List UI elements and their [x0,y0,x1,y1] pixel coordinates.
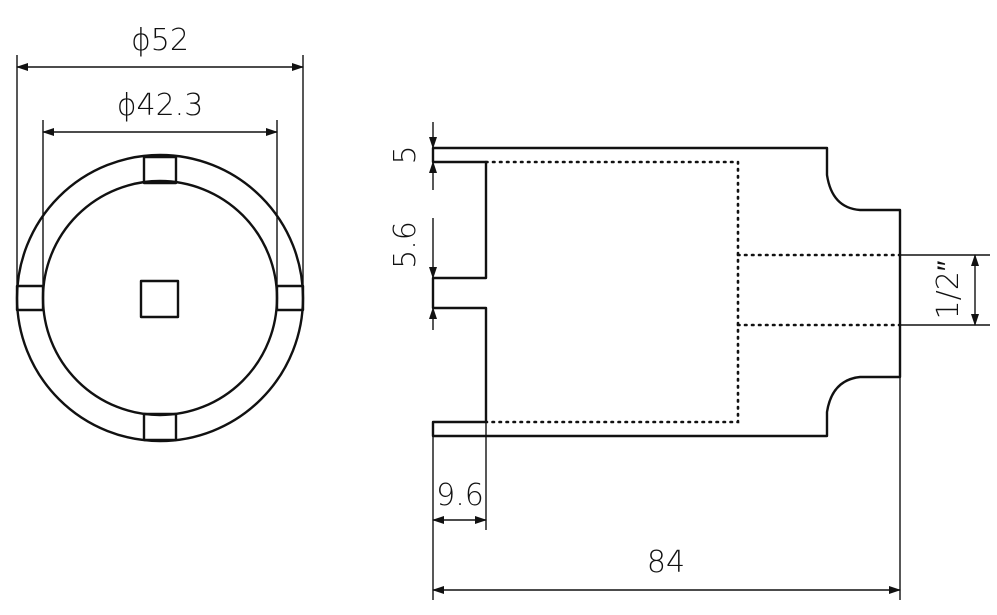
lug-bottom [142,412,178,442]
side-view: 5 5.6 9.6 84 1/2″ [388,122,990,600]
square-drive-hole [139,279,180,319]
outer-circle [15,153,305,443]
dim-text-top-lip: 5 [388,145,423,164]
dim-text-lug-width: 9.6 [436,478,484,513]
dim-text-outer-diameter: ϕ52 [131,23,189,58]
lug-right [275,284,305,312]
lug-left [15,284,45,312]
end-view: ϕ52 ϕ42.3 [15,23,305,443]
inner-circle [41,179,279,417]
body-outline [431,146,902,438]
lug-top [142,155,178,185]
dim-text-drive-size: 1/2″ [931,260,966,319]
dim-text-overall-length: 84 [647,545,685,580]
dim-text-slot-depth: 5.6 [388,221,423,269]
cavity-hidden-line [484,160,740,424]
dim-text-inner-diameter: ϕ42.3 [117,88,204,123]
